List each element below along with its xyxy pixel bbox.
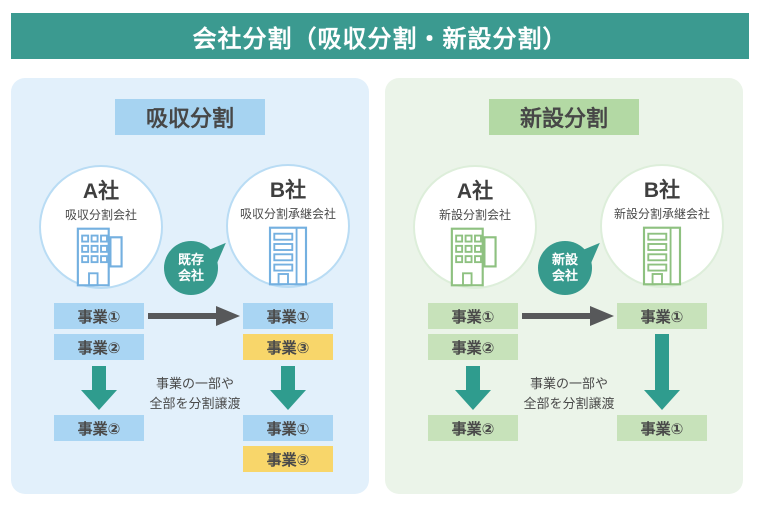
existing-company-bubble: 既存 会社 [164,238,234,295]
business-box: 事業① [617,415,707,441]
transfer-note-line1: 事業の一部や [155,376,234,391]
bubble-text-line2: 会社 [177,268,204,283]
company-circle-b: B社 新設分割承継会社 [600,164,724,288]
page-title: 会社分割（吸収分割・新設分割） [192,25,568,53]
office-building-icon [76,227,123,287]
office-building-tall-icon [642,226,682,286]
bubble-text-line1: 新設 [551,252,578,268]
business-box-highlight: 事業③ [243,334,333,360]
business-box-highlight: 事業③ [243,446,333,472]
panel-absorption-split: 吸収分割 A社 吸収分割会社 B社 吸収分割承継会社 [11,78,369,494]
bubble-text-line2: 会社 [551,268,578,283]
company-name: A社 [82,180,120,203]
company-role: 吸収分割会社 [64,208,137,222]
header-bar: 会社分割（吸収分割・新設分割） [11,13,749,59]
company-name: B社 [643,179,681,202]
company-role: 吸収分割承継会社 [239,207,336,221]
office-building-icon [450,227,497,287]
transfer-note-line2: 全部を分割譲渡 [523,396,615,412]
business-box: 事業① [243,415,333,441]
transfer-right-arrow-icon [522,306,614,326]
business-box: 事業② [54,415,144,441]
office-building-tall-icon [268,226,308,286]
panel-incorporation-split: 新設分割 A社 新設分割会社 B社 新設分割承継会社 [385,78,743,494]
company-circle-a: A社 新設分割会社 [413,165,537,289]
split-down-arrow-icon [644,334,680,410]
panel-heading-incorporation: 新設分割 [489,99,639,135]
transfer-note: 事業の一部や 全部を分割譲渡 [103,374,287,414]
split-down-arrow-icon [455,366,491,410]
transfer-note-line1: 事業の一部や [529,376,608,391]
transfer-right-arrow-icon [148,306,240,326]
company-role: 新設分割会社 [438,208,511,222]
company-role: 新設分割承継会社 [613,207,710,221]
company-name: B社 [269,179,307,202]
transfer-note: 事業の一部や 全部を分割譲渡 [477,374,661,414]
new-company-bubble: 新設 会社 [538,238,608,295]
panel-heading-absorption: 吸収分割 [115,99,265,135]
company-name: A社 [456,180,494,203]
bubble-text-line1: 既存 [177,252,204,268]
business-box: 事業② [428,334,518,360]
business-box: 事業② [428,415,518,441]
split-down-arrow-icon [270,366,306,410]
company-circle-b: B社 吸収分割承継会社 [226,164,350,288]
business-box: 事業① [54,303,144,329]
business-box: 事業② [54,334,144,360]
transfer-note-line2: 全部を分割譲渡 [149,396,241,412]
business-box: 事業① [243,303,333,329]
business-box: 事業① [617,303,707,329]
split-down-arrow-icon [81,366,117,410]
business-box: 事業① [428,303,518,329]
company-circle-a: A社 吸収分割会社 [39,165,163,289]
